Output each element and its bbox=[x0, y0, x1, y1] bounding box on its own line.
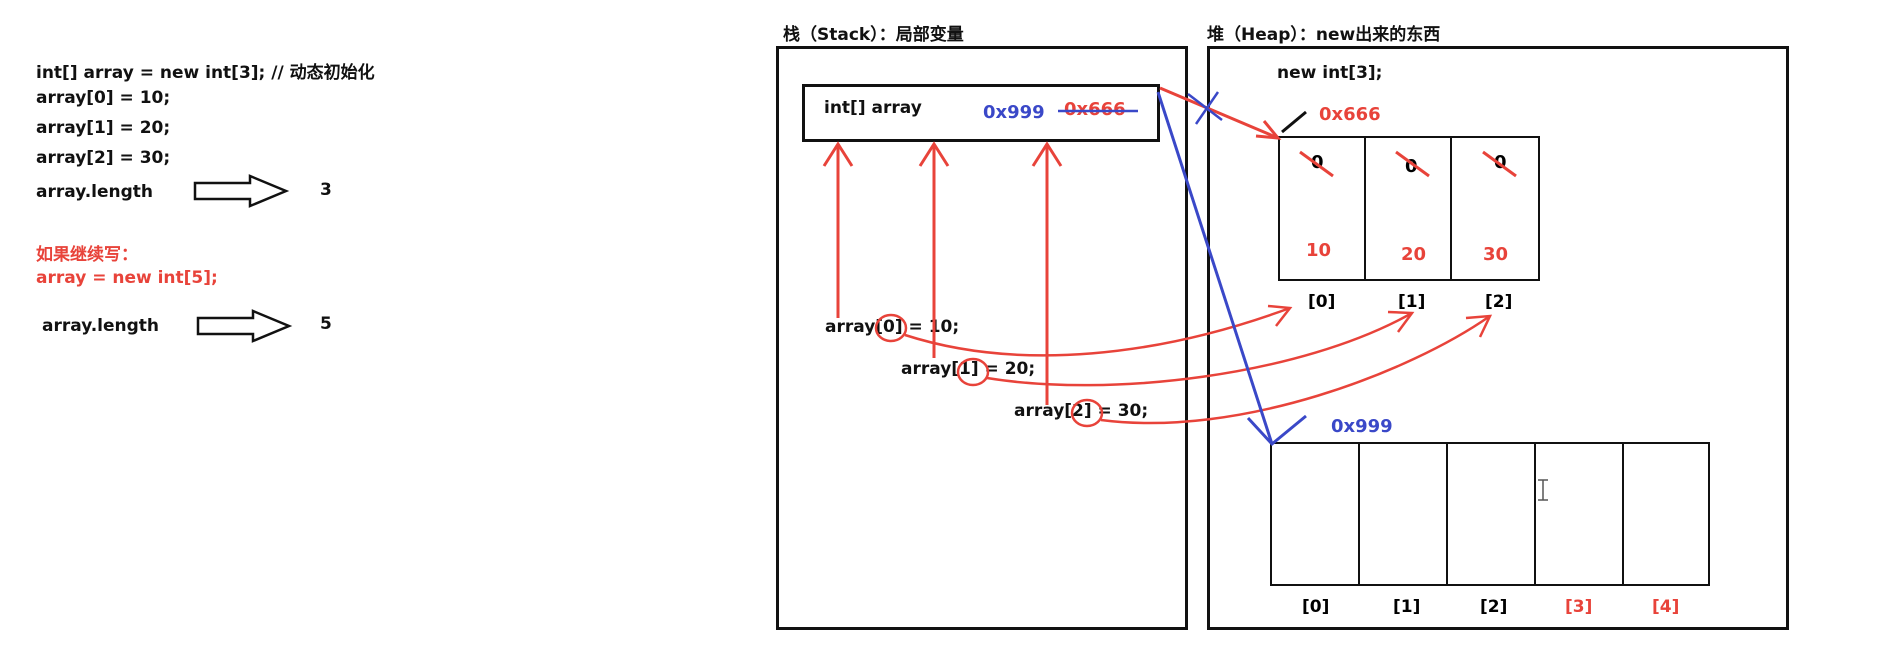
new-int-3-label: new int[3]; bbox=[1277, 63, 1383, 83]
array1-index-2: [2] bbox=[1485, 292, 1513, 312]
array-variable-box bbox=[802, 84, 1160, 142]
new-address-label: 0x999 bbox=[983, 102, 1045, 123]
array2-index-3: [3] bbox=[1565, 597, 1593, 617]
array1-value-2: 30 bbox=[1483, 244, 1509, 265]
array1-value-0: 10 bbox=[1306, 240, 1332, 261]
text-cursor-icon bbox=[1538, 479, 1548, 501]
old-pointer-arrow bbox=[1159, 86, 1282, 140]
old-address-label: 0x666 bbox=[1064, 99, 1126, 120]
index-curve-arrows bbox=[904, 304, 1493, 425]
array2-cell-4 bbox=[1622, 442, 1710, 586]
assign-1-label: array[1] = 20; bbox=[901, 359, 1036, 379]
index-2-circle bbox=[1070, 398, 1104, 428]
new-pointer-arrow bbox=[1156, 91, 1307, 447]
hollow-arrow-icon-1 bbox=[193, 174, 290, 208]
assign-0-label: array[0] = 10; bbox=[825, 317, 960, 337]
cross-icon bbox=[1187, 91, 1223, 125]
length-value-3: 3 bbox=[320, 180, 332, 200]
stack-title: 栈（Stack）：局部变量 bbox=[783, 25, 964, 45]
array1-index-1: [1] bbox=[1398, 292, 1426, 312]
array-variable-label: int[] array bbox=[824, 98, 922, 118]
assign-2-label: array[2] = 30; bbox=[1014, 401, 1149, 421]
array2-address: 0x999 bbox=[1331, 416, 1393, 437]
hollow-arrow-icon-2 bbox=[196, 309, 293, 343]
array2-index-1: [1] bbox=[1393, 597, 1421, 617]
index-0-circle bbox=[874, 313, 908, 343]
code-line-assign2: array[2] = 30; bbox=[36, 148, 171, 168]
code-line-assign1: array[1] = 20; bbox=[36, 118, 171, 138]
array1-address: 0x666 bbox=[1319, 104, 1381, 125]
length-value-5: 5 bbox=[320, 314, 332, 334]
pointer-tick bbox=[1281, 110, 1307, 134]
array2-index-0: [0] bbox=[1302, 597, 1330, 617]
array1-index-0: [0] bbox=[1308, 292, 1336, 312]
continue-note: 如果继续写： bbox=[36, 245, 138, 265]
code-length-label-2: array.length bbox=[42, 316, 160, 336]
array2-index-4: [4] bbox=[1652, 597, 1680, 617]
index-1-circle bbox=[956, 357, 990, 387]
array1-cell-2 bbox=[1450, 136, 1540, 281]
code-line-declare: int[] array = new int[3]; // 动态初始化 bbox=[36, 63, 375, 83]
array2-index-2: [2] bbox=[1480, 597, 1508, 617]
heap-title: 堆（Heap）：new出来的东西 bbox=[1207, 25, 1441, 45]
heap-region bbox=[1207, 46, 1789, 630]
code-line-reassign: array = new int[5]; bbox=[36, 268, 218, 288]
vertical-arrows bbox=[822, 141, 1063, 405]
code-line-assign0: array[0] = 10; bbox=[36, 88, 171, 108]
zero-strike-1 bbox=[1395, 150, 1430, 178]
zero-strike-2 bbox=[1482, 150, 1517, 178]
zero-strike-0 bbox=[1299, 150, 1334, 178]
array1-value-1: 20 bbox=[1401, 244, 1427, 265]
code-length-label: array.length bbox=[36, 182, 154, 202]
